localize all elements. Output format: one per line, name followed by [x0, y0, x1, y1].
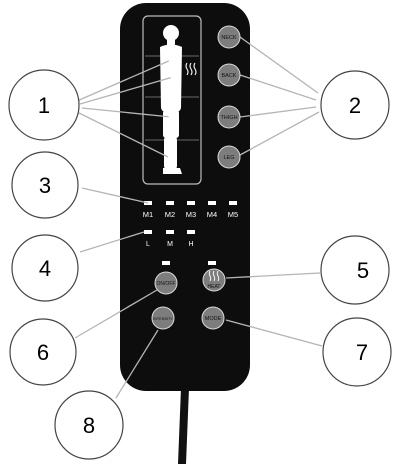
callout-1: 1: [8, 69, 80, 141]
memory-label-m2: M2: [165, 210, 175, 219]
callout-3: 3: [11, 151, 79, 219]
level-label-m: M: [167, 241, 173, 248]
mode-button-label: MODE: [205, 316, 222, 322]
thigh-button[interactable]: THIGH: [217, 105, 241, 129]
callout-2: 2: [320, 70, 390, 140]
level-labels: L M H: [146, 241, 193, 248]
callout-6-number: 6: [37, 340, 49, 365]
intensity-button[interactable]: INTENSITY: [151, 306, 175, 330]
level-label-h: H: [188, 241, 193, 248]
memory-label-m5: M5: [228, 210, 238, 219]
level-indicator-m: [166, 230, 174, 234]
callout-7: 7: [322, 317, 392, 387]
heat-button-label: HEAT: [208, 284, 221, 290]
memory-label-m1: M1: [143, 210, 153, 219]
leg-button-label: LEG: [223, 155, 234, 161]
callout-5-number: 5: [357, 258, 369, 283]
power-indicator: [162, 261, 170, 265]
heat-waves-icon: [185, 62, 197, 76]
back-button-label: BACK: [222, 73, 237, 79]
neck-button-label: NECK: [221, 35, 237, 41]
heat-button[interactable]: HEAT: [202, 268, 226, 292]
memory-indicator-m4: [208, 201, 216, 205]
memory-label-m4: M4: [207, 210, 217, 219]
memory-indicator-m5: [229, 201, 237, 205]
callout-3-number: 3: [39, 173, 51, 198]
callout-4: 4: [11, 234, 79, 302]
remote-body: [120, 3, 250, 391]
callout-leaders: [74, 187, 323, 399]
callout-8-leader: [115, 329, 159, 399]
back-button[interactable]: BACK: [217, 63, 241, 87]
callout-1-leaders: [76, 59, 174, 159]
callout-8-number: 8: [83, 413, 95, 438]
callout-5-leader: [225, 272, 321, 279]
level-indicator-h: [187, 230, 195, 234]
neck-button[interactable]: NECK: [217, 25, 241, 49]
memory-label-m3: M3: [186, 210, 196, 219]
memory-labels: M1 M2 M3 M4 M5: [143, 210, 238, 219]
callout-6-leader: [74, 289, 158, 339]
memory-indicator-m2: [166, 201, 174, 205]
heat-indicator: [208, 261, 216, 265]
callout-7-number: 7: [356, 340, 368, 365]
level-label-l: L: [146, 241, 150, 248]
callout-2-leaders: [239, 36, 320, 156]
callout-3-leader: [81, 187, 149, 204]
callout-4-leader: [79, 231, 145, 253]
callout-1-number: 1: [38, 93, 50, 118]
callout-4-number: 4: [39, 256, 51, 281]
callout-7-leader: [225, 319, 323, 347]
callout-6: 6: [9, 318, 77, 386]
heat-wave-icon: [208, 270, 220, 282]
mode-button[interactable]: MODE: [201, 306, 225, 330]
power-cable: [178, 384, 189, 468]
callout-2-number: 2: [349, 93, 361, 118]
level-indicator-l: [144, 230, 152, 234]
leg-button[interactable]: LEG: [217, 145, 241, 169]
callout-5: 5: [320, 235, 390, 305]
onoff-button-label: ON/OFF: [157, 281, 176, 287]
level-indicators: [144, 230, 195, 234]
intensity-button-label: INTENSITY: [153, 317, 173, 321]
memory-indicator-m3: [187, 201, 195, 205]
onoff-button[interactable]: ON/OFF: [154, 271, 178, 295]
body-point-markers: [167, 57, 176, 161]
thigh-button-label: THIGH: [220, 115, 237, 121]
callout-8: 8: [54, 390, 124, 460]
